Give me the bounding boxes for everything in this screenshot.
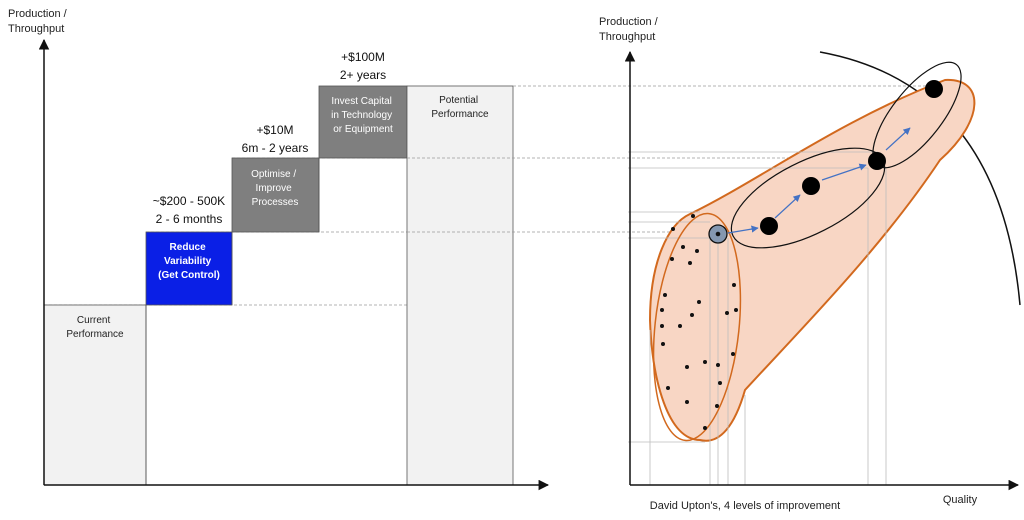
step-current-performance [43,304,147,486]
right-x-axis-label: Quality [943,494,978,506]
improvement-envelope [648,78,976,442]
left-y-axis-label: Production / Throughput [8,8,70,35]
label-invest-capital: Invest Capital in Technology or Equipmen… [331,96,395,135]
staircase-outline [145,158,320,485]
duration-invest-capital: 2+ years [340,68,386,82]
right-y-axis-label: Production / Throughput [599,16,661,43]
step-optimise-processes [231,157,320,233]
duration-optimise-processes: 6m - 2 years [242,141,309,155]
label-current-performance: Current Performance [66,315,124,340]
label-reduce-variability: Reduce Variability (Get Control) [158,242,220,281]
diagram-caption: David Upton's, 4 levels of improvement [650,500,840,512]
upton-diagram: Production / Throughput [599,16,1021,512]
current-state-marker-core [715,231,721,237]
level-points [760,80,943,235]
cost-invest-capital: +$100M [341,50,385,64]
step-invest-capital [318,85,408,159]
scatter-points [660,214,738,430]
cost-reduce-variability: ~$200 - 500K [153,194,225,208]
improvement-arrows [727,127,911,234]
label-potential-performance: Potential Performance [431,95,489,120]
duration-reduce-variability: 2 - 6 months [156,212,223,226]
ellipse-level-1 [652,212,742,442]
label-optimise-processes: Optimise / Improve Processes [251,169,299,208]
step-boxes [43,85,514,486]
cost-optimise-processes: +$10M [256,123,293,137]
right-guide-lines [628,151,887,485]
step-potential-performance [406,85,514,486]
step-diagram: Production / Throughput Current Performa… [8,8,550,491]
